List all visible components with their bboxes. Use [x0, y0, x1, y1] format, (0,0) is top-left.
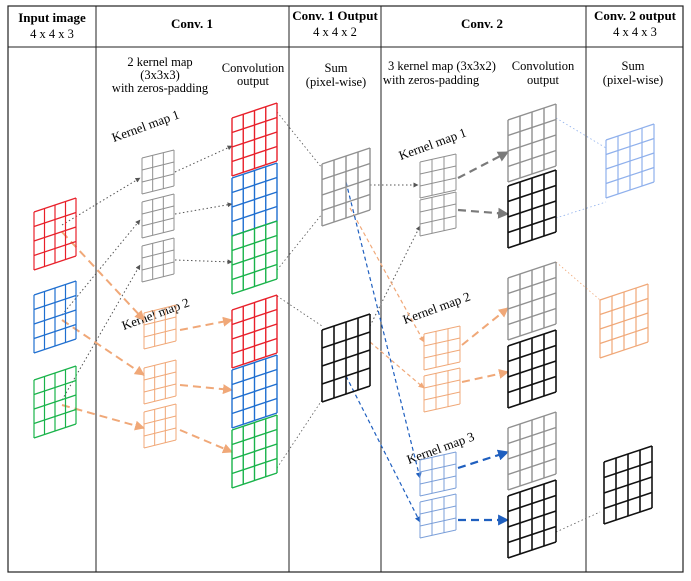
arrow-k1b-to-out — [174, 202, 233, 215]
arrow-sum2-to-c2k2 — [369, 341, 425, 389]
conv1-out-green-2 — [231, 414, 278, 489]
col-conv1-output-subtitle: 4 x 4 x 2 — [313, 25, 357, 39]
arrow-sum1-to-c2k3 — [345, 181, 422, 479]
conv2-kernel1-a — [419, 153, 457, 199]
conv2-sum-note-2: (pixel-wise) — [603, 73, 663, 87]
conv2-sum-orange — [599, 283, 649, 359]
conv1-kernel-note-3: with zeros-padding — [112, 81, 209, 95]
conv1-sum-note-1: Sum — [325, 61, 348, 75]
input-green-map — [33, 365, 77, 439]
conv2-sum-note-1: Sum — [622, 59, 645, 73]
conv2-out-black-2 — [507, 329, 557, 409]
line-c2k1-to-sum-b — [555, 201, 607, 219]
line-c2k1-to-sum — [555, 117, 607, 149]
conv1-kernel1-b — [141, 193, 175, 239]
arrow-sum2-to-c2k3 — [345, 375, 421, 523]
conv1-output-note-1: Convolution — [222, 61, 285, 75]
conv1-sum-black — [321, 313, 371, 403]
conv1-kernel2-b — [143, 359, 177, 405]
conv1-out-green-1 — [231, 220, 278, 295]
conv1-kernel1-a — [141, 149, 175, 195]
arrow-c2k2a-to-out — [461, 307, 509, 346]
arrow-c2k1a-to-out — [457, 151, 509, 179]
conv2-kernel2-b — [423, 367, 461, 413]
conv2-sum-black — [603, 445, 653, 525]
col-conv1-output-title: Conv. 1 Output — [292, 8, 378, 23]
conv1-out-blue-2 — [231, 354, 278, 429]
arrow-k2a-to-out — [179, 316, 233, 331]
arrow-k1a-to-out — [174, 145, 233, 173]
line-out-to-sum2-a — [276, 295, 323, 327]
line-c2k3-to-sum — [555, 511, 601, 533]
conv2-kernel3-b — [419, 493, 457, 539]
conv2-sum-lightblue — [605, 123, 655, 199]
conv2-output-note-2: output — [527, 73, 559, 87]
conv1-sum-gray — [321, 147, 371, 227]
line-out-to-sum1-b — [276, 213, 323, 271]
arrow-input-to-k1b — [61, 219, 141, 316]
conv1-kernel-note-1: 2 kernel map — [127, 55, 192, 69]
conv2-kernel-note-2: with zeros-padding — [383, 73, 480, 87]
input-blue-map — [33, 280, 77, 354]
conv2-out-black-1 — [507, 169, 557, 249]
conv2-kernel-note-1: 3 kernel map (3x3x2) — [388, 59, 496, 73]
conv2-kernel-label-2: Kernel map 2 — [401, 289, 473, 327]
col-conv1-title: Conv. 1 — [171, 16, 213, 31]
conv1-out-red-1 — [231, 102, 278, 177]
arrow-c2k2b-to-out — [461, 369, 509, 383]
arrow-k1c-to-out — [174, 259, 233, 265]
column-dividers — [95, 6, 587, 572]
feature-map-grids — [33, 102, 655, 559]
conv2-out-gray-2 — [507, 261, 557, 341]
conv2-kernel2-a — [423, 325, 461, 371]
line-out-to-sum1-a — [276, 111, 323, 169]
conv1-out-red-2 — [231, 294, 278, 369]
conv1-kernel1-c — [141, 237, 175, 283]
col-conv2-output-subtitle: 4 x 4 x 3 — [613, 25, 657, 39]
conv2-output-note-1: Convolution — [512, 59, 575, 73]
input-red-map — [33, 197, 77, 271]
arrow-input-to-k2a — [61, 231, 145, 321]
line-c2k2-to-sum — [555, 261, 601, 301]
arrow-input-to-k1c — [61, 264, 141, 401]
conv1-out-blue-1 — [231, 162, 278, 237]
conv2-out-gray-3 — [507, 411, 557, 491]
conv2-out-gray-1 — [507, 103, 557, 183]
arrow-sum2-to-c2k1 — [369, 225, 421, 327]
arrow-input-to-k1a — [61, 177, 141, 226]
conv1-kernel2-a — [143, 304, 177, 350]
conv2-kernel1-b — [419, 191, 457, 237]
col-conv2-output-title: Conv. 2 output — [594, 8, 677, 23]
conv2-kernel-label-1: Kernel map 1 — [397, 125, 469, 163]
col-input-subtitle: 4 x 4 x 3 — [30, 27, 74, 41]
col-input-title: Input image — [18, 10, 86, 25]
arrow-c2k1b-to-out — [457, 207, 510, 219]
col-conv2-title: Conv. 2 — [461, 16, 503, 31]
conv2-out-black-3 — [507, 479, 557, 559]
arrow-k2b-to-out — [179, 384, 233, 395]
diagram-frame — [7, 5, 684, 573]
conv1-output-note-2: output — [237, 74, 269, 88]
conv1-kernel-note-2: (3x3x3) — [140, 68, 180, 82]
arrow-k2c-to-out — [179, 429, 233, 454]
conv2-kernel3-a — [419, 451, 457, 497]
conv1-kernel-label-1: Kernel map 1 — [110, 107, 182, 145]
conv1-sum-note-2: (pixel-wise) — [306, 75, 366, 89]
arrow-sum1-to-c2k2 — [349, 207, 425, 343]
conv1-kernel2-c — [143, 403, 177, 449]
conv1-kernel-label-2: Kernel map 2 — [120, 295, 192, 333]
arrow-c2k3a-to-out — [457, 449, 510, 470]
line-out-to-sum2-b — [276, 399, 323, 469]
